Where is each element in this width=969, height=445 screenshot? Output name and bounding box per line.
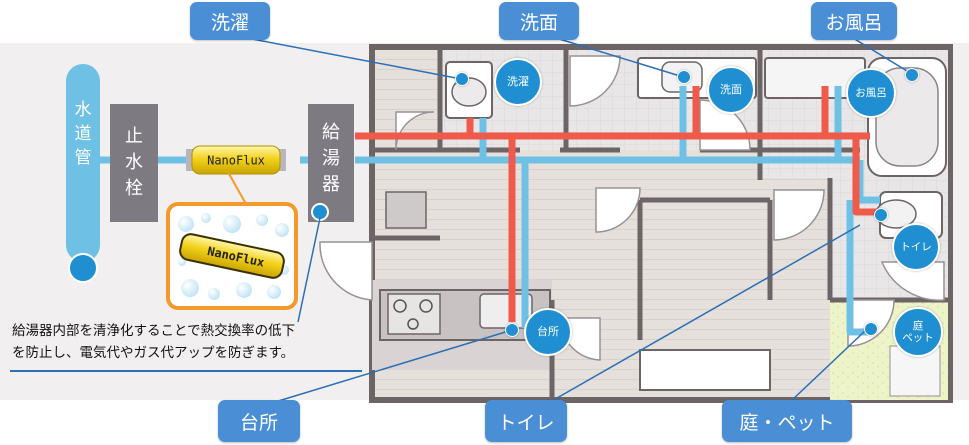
callout-bath: お風呂	[811, 2, 897, 40]
stop-valve-unit	[110, 104, 158, 222]
water-main-pipe	[66, 64, 100, 262]
washbasin-dot	[677, 70, 691, 84]
description-underline	[10, 370, 362, 372]
callout-toilet: トイレ	[485, 400, 567, 442]
fridge	[385, 191, 427, 229]
water-heater-unit	[308, 104, 354, 222]
description-text: 給湯器内部を清浄化することで熱交換率の低下 を防止し、電気代やガス代アップを防ぎ…	[12, 320, 364, 364]
description-line-2: を防止し、電気代やガス代アップを防ぎます。	[12, 345, 295, 361]
marker-garden-pet-line2: ペット	[902, 332, 934, 344]
door-swings	[319, 55, 945, 361]
marker-garden-pet: 庭 ペット	[893, 307, 943, 357]
kitchen-dot	[505, 323, 519, 337]
callout-garden-pet: 庭・ペット	[722, 400, 852, 442]
toilet-dot	[874, 208, 888, 222]
sofa	[639, 349, 771, 391]
nanoflux-label: NanoFlux	[207, 154, 265, 168]
water-main-label: 水道管	[74, 100, 92, 168]
stove	[387, 293, 441, 335]
laundry-dot	[455, 72, 469, 86]
outer-wall	[369, 44, 953, 403]
closeup-bubbles	[178, 213, 289, 300]
callout-kitchen: 台所	[218, 400, 300, 442]
heater-marker-dot	[311, 203, 329, 221]
water-heater-label: 給湯器	[322, 122, 340, 195]
nanoflux-device	[186, 145, 286, 175]
closeup-rod	[179, 233, 285, 279]
water-main-end	[68, 253, 98, 283]
description-line-1: 給湯器内部を清浄化することで熱交換率の低下	[12, 323, 296, 339]
marker-laundry: 洗濯	[494, 58, 542, 106]
hot-water-pipes	[355, 86, 880, 322]
callout-washbasin: 洗面	[499, 2, 579, 40]
garden-dot	[864, 322, 878, 336]
marker-toilet: トイレ	[892, 223, 940, 271]
marker-washbasin: 洗面	[707, 66, 755, 114]
marker-bath: お風呂	[846, 68, 896, 118]
bath-dot	[905, 68, 919, 82]
leader-lines	[246, 37, 913, 403]
stop-valve-label: 止水栓	[125, 126, 143, 199]
marker-garden-pet-line1: 庭	[912, 320, 924, 332]
marker-kitchen: 台所	[524, 308, 572, 356]
callout-laundry: 洗濯	[190, 2, 270, 40]
